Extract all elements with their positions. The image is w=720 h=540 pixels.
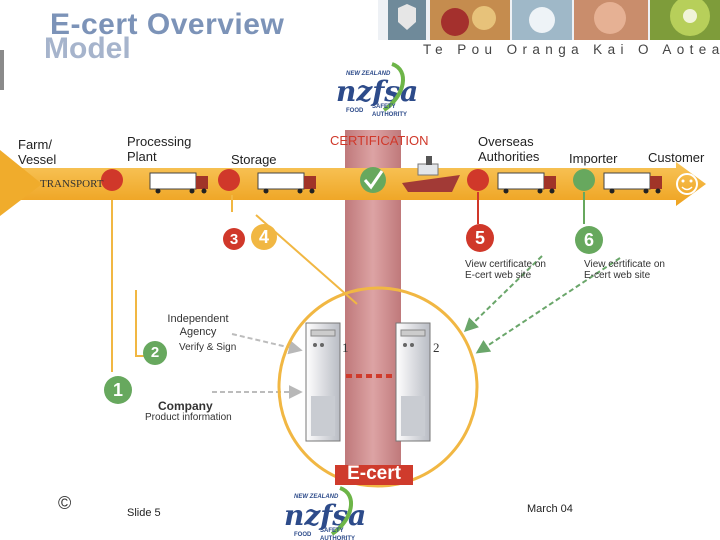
step-1: 1 [112, 380, 123, 400]
label-importer: Importer [569, 151, 618, 166]
step-3-badge [223, 228, 245, 250]
label-certification: CERTIFICATION [330, 133, 429, 148]
step-3: 3 [229, 231, 239, 248]
slide-number: Slide 5 [127, 507, 161, 519]
truck-icon-3 [497, 172, 556, 194]
truck-icon-4 [603, 172, 662, 194]
coat-of-arms-icon [398, 4, 416, 30]
agency-note: Verify & Sign [179, 342, 237, 353]
company-note: Product information [145, 412, 232, 423]
slide-date: March 04 [527, 503, 573, 515]
dot-certification [360, 167, 386, 193]
svg-text:NEW ZEALAND: NEW ZEALAND [346, 71, 391, 77]
truck-icon-1 [149, 172, 208, 194]
step-5-badge [466, 224, 494, 252]
view-arrow-6 [475, 257, 621, 354]
header-photo-strip [378, 0, 720, 40]
label-customer: Customer [648, 150, 705, 165]
tagline: Te Pou Oranga Kai O Aotearoa [423, 42, 720, 57]
svg-text:AUTHORITY: AUTHORITY [320, 536, 355, 540]
step-5: 5 [474, 228, 485, 248]
step-2: 2 [150, 344, 160, 361]
dot-importer [573, 169, 595, 191]
step-1-badge [104, 376, 132, 404]
agency-label: Independent Agency [167, 313, 229, 338]
svg-text:SAFETY: SAFETY [372, 104, 396, 110]
copyright-mark: © [58, 493, 72, 513]
left-edge-bar [0, 50, 4, 90]
label-farm: Farm/ Vessel [18, 137, 57, 167]
svg-text:AUTHORITY: AUTHORITY [372, 112, 407, 118]
ecert-label-bar [335, 465, 413, 485]
step-6-note: View certificate on E-cert web site [584, 259, 665, 281]
company-label: Company [158, 399, 213, 413]
server-icon-1 [305, 322, 341, 442]
transport-arrow-head [0, 150, 42, 216]
label-transport: TRANSPORT [40, 178, 104, 190]
label-storage: Storage [231, 152, 277, 167]
step-6: 6 [583, 230, 594, 250]
smiley-icon [676, 173, 698, 195]
step-4: 4 [258, 227, 269, 247]
slide-subtitle: Model [44, 32, 131, 65]
ship-icon [402, 156, 460, 192]
nzfsa-logo-top: NEW ZEALAND nzfsa FOOD SAFETY AUTHORITY [336, 62, 418, 118]
svg-text:FOOD: FOOD [346, 108, 364, 114]
label-overseas: Overseas Authorities [478, 134, 540, 164]
step-4-badge [251, 224, 277, 250]
label-processing: Processing Plant [127, 134, 192, 164]
dot-processing [101, 169, 123, 191]
ecert-system-circle [277, 286, 479, 488]
svg-text:SAFETY: SAFETY [320, 528, 344, 534]
ecert-label: E-cert [347, 463, 401, 484]
server-2-label: 2 [433, 340, 440, 355]
step-5-note: View certificate on E-cert web site [465, 259, 546, 281]
view-arrow-5 [463, 255, 543, 332]
svg-text:NEW ZEALAND: NEW ZEALAND [294, 494, 339, 500]
slide-title: E-cert Overview [50, 8, 285, 41]
step-6-badge [575, 226, 603, 254]
nzfsa-logo-bottom: NEW ZEALAND nzfsa FOOD SAFETY AUTHORITY [284, 486, 366, 540]
svg-text:FOOD: FOOD [294, 532, 312, 538]
server-1-label: 1 [342, 340, 349, 355]
step-2-badge [143, 341, 167, 365]
dot-storage [218, 169, 240, 191]
dot-overseas [467, 169, 489, 191]
truck-icon-2 [257, 172, 316, 194]
server-icon-2 [395, 322, 431, 442]
check-icon [363, 170, 384, 190]
